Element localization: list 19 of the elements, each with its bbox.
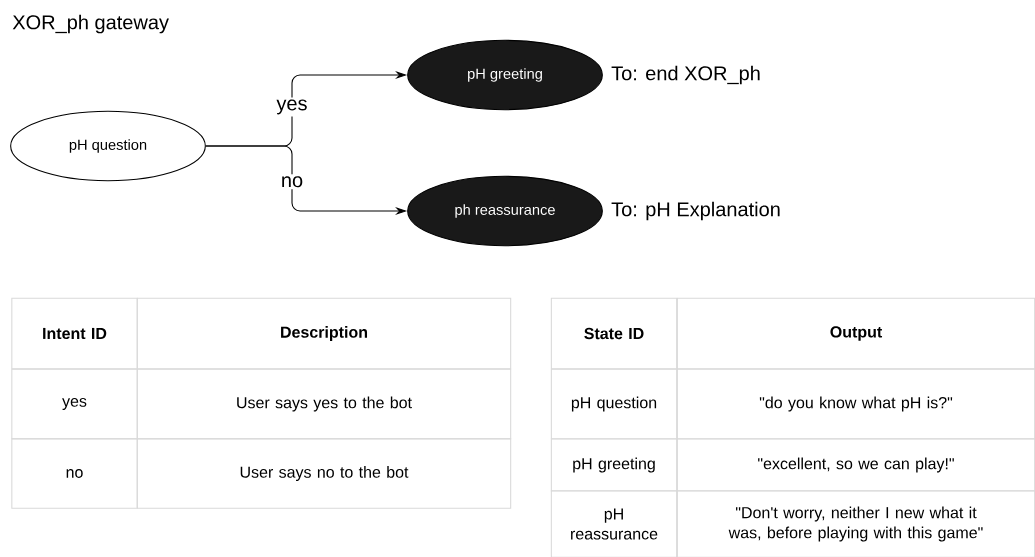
table-cell: pH reassurance xyxy=(550,490,678,557)
table-cell: User says no to the bot xyxy=(136,438,512,509)
table-cell: "Don't worry, neither I new what it was, before playing with this game" xyxy=(676,490,1035,557)
table-cell: "excellent, so we can play!" xyxy=(676,438,1035,492)
header-cell: Intent ID xyxy=(11,297,138,370)
header-cell: Output xyxy=(676,297,1035,370)
target-note: To: end XOR_ph xyxy=(611,65,760,85)
target-note: To: pH Explanation xyxy=(611,201,780,221)
table-cell: User says yes to the bot xyxy=(136,368,512,440)
header-cell: Description xyxy=(136,297,512,370)
header-cell: State ID xyxy=(550,297,678,370)
edge-label: no xyxy=(282,176,303,188)
table-cell: yes xyxy=(11,368,138,440)
table-cell: no xyxy=(11,438,138,509)
edge-label: yes xyxy=(276,99,307,115)
table-cell: "do you know what pH is?" xyxy=(676,368,1035,440)
title: XOR_ph gateway xyxy=(12,14,169,34)
table-cell: pH greeting xyxy=(550,438,678,492)
table-cell: pH question xyxy=(550,368,678,440)
